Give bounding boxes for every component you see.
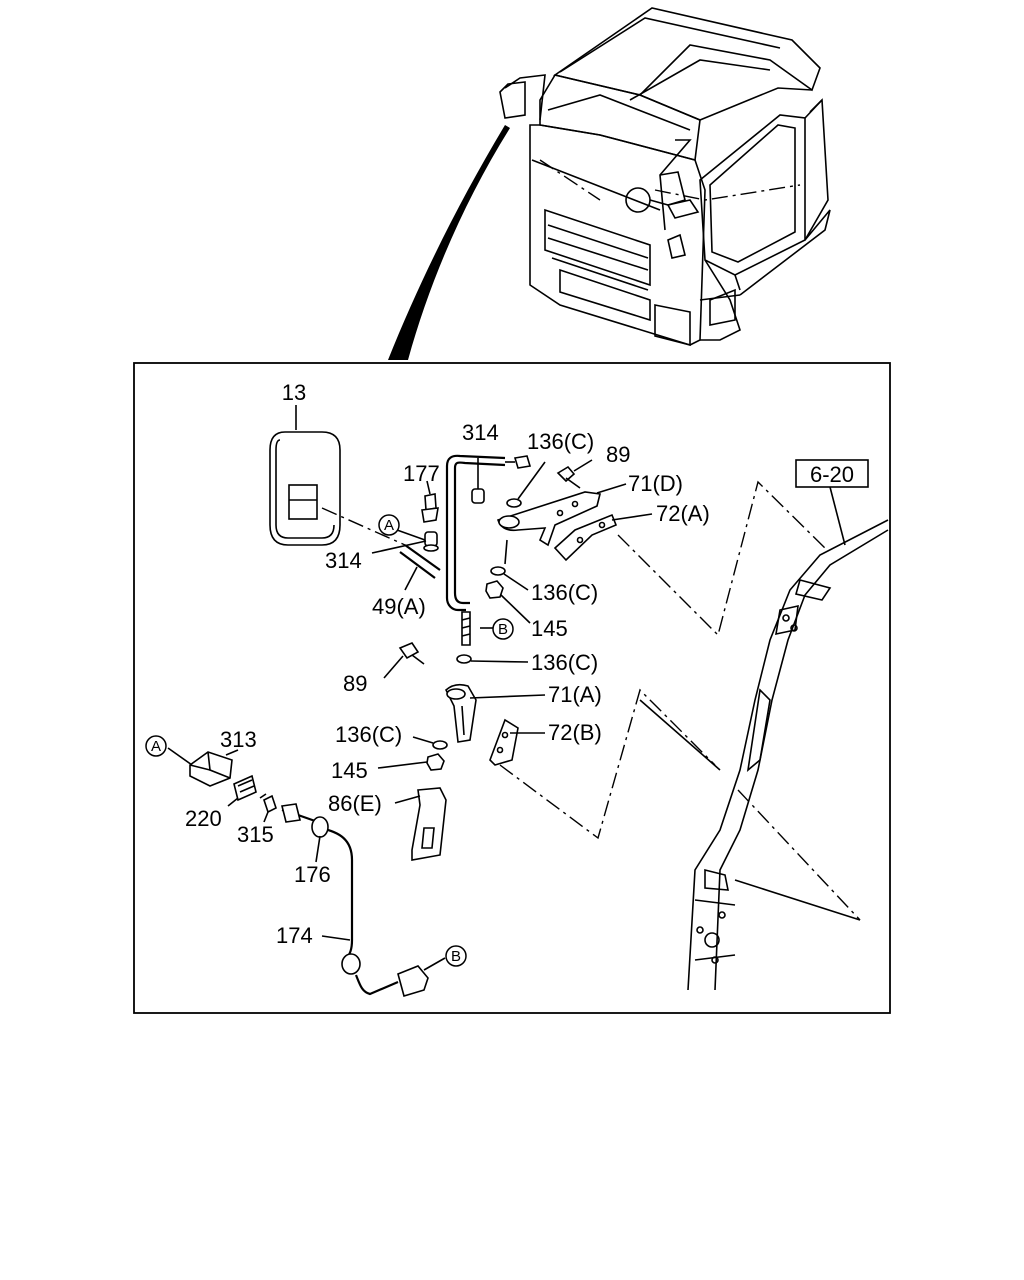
nut-145-mid-part	[485, 580, 504, 599]
label-89-top: 89	[606, 442, 630, 467]
bracket-86e-part	[411, 787, 447, 861]
label-72b: 72(B)	[548, 720, 602, 745]
detail-frame	[133, 362, 891, 1014]
screw-177-part	[421, 493, 439, 523]
label-71d: 71(D)	[628, 471, 683, 496]
label-72a: 72(A)	[656, 501, 710, 526]
label-136c-top: 136(C)	[527, 429, 594, 454]
label-71a: 71(A)	[548, 682, 602, 707]
cab-pillar-illustration	[639, 519, 889, 991]
detail-pointer-wedge	[388, 125, 510, 360]
svg-text:A: A	[151, 738, 161, 755]
truck-cab-illustration	[499, 7, 831, 347]
callout-a-bottom: A	[145, 735, 167, 757]
washer-136c-low	[456, 654, 472, 664]
label-176: 176	[294, 862, 331, 887]
terminal-315-part	[259, 793, 277, 814]
svg-text:A: A	[384, 517, 394, 534]
label-89-low: 89	[343, 671, 367, 696]
label-136c-mid: 136(C)	[531, 580, 598, 605]
bolt-top-right-part	[505, 455, 532, 469]
svg-text:B: B	[498, 621, 508, 638]
seal-220-part	[233, 774, 257, 802]
label-174: 174	[276, 923, 313, 948]
reference-box	[795, 459, 869, 488]
bracket-71d-part	[496, 491, 601, 547]
bolt-89-top-part	[556, 465, 581, 489]
label-136c-low: 136(C)	[531, 650, 598, 675]
grommet-314-left-part	[423, 531, 439, 552]
label-145-bot: 145	[331, 758, 368, 783]
callout-b-top: B	[492, 618, 514, 640]
plate-72b-part	[489, 718, 519, 766]
svg-text:B: B	[451, 948, 461, 965]
label-220: 220	[185, 806, 222, 831]
harness-174-part	[281, 803, 429, 998]
washer-136c-mid	[490, 566, 506, 576]
label-136c-bot: 136(C)	[335, 722, 402, 747]
label-315: 315	[237, 822, 274, 847]
mirror-head-part	[269, 431, 341, 546]
connector-313-part	[189, 751, 233, 787]
grommet-314-top-part	[471, 488, 485, 504]
mirror-stay-arm-part	[399, 454, 506, 646]
bolt-89-low-part	[398, 642, 425, 665]
label-86e: 86(E)	[328, 791, 382, 816]
label-49a: 49(A)	[372, 594, 426, 619]
reference-box-label: 6-20	[810, 462, 854, 487]
label-13: 13	[282, 380, 306, 405]
callout-b-bottom: B	[445, 945, 467, 967]
plate-72a-part	[553, 513, 618, 562]
bracket-71a-part	[445, 683, 477, 743]
nut-145-bot-part	[426, 753, 445, 771]
label-313: 313	[220, 727, 257, 752]
washer-136c-bot	[432, 740, 448, 750]
label-145-mid: 145	[531, 616, 568, 641]
washer-136c-top	[506, 498, 522, 508]
label-314-top: 314	[462, 420, 499, 445]
label-314-left: 314	[325, 548, 362, 573]
callout-a-top: A	[378, 514, 400, 536]
label-177: 177	[403, 461, 440, 486]
